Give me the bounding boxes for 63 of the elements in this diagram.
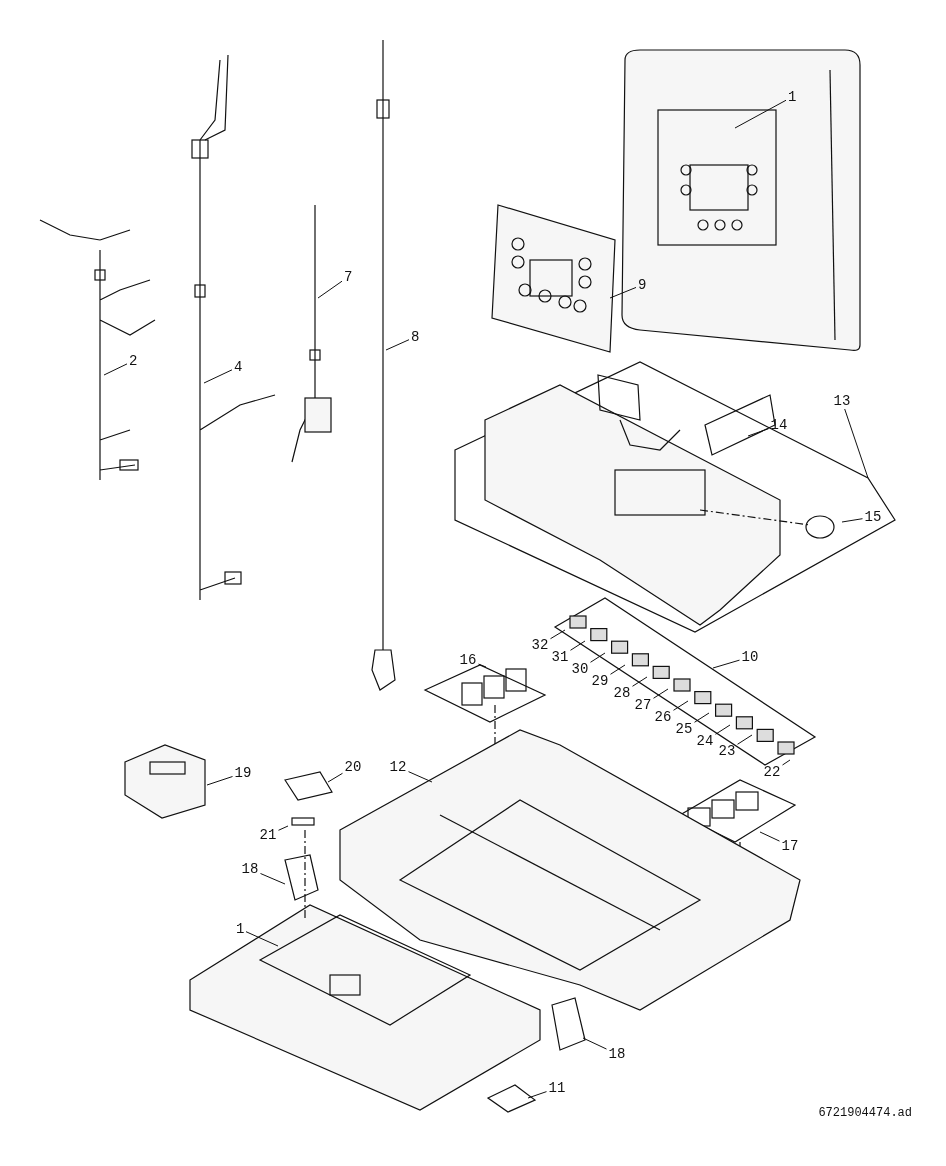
leader-line xyxy=(759,831,780,842)
leader-line xyxy=(478,663,487,668)
leader-line xyxy=(206,776,233,786)
callout-number: 20 xyxy=(342,759,364,775)
callout-number: 32 xyxy=(529,637,551,653)
leader-line xyxy=(570,640,586,651)
callout-number: 14 xyxy=(768,417,790,433)
leader-line xyxy=(317,280,343,299)
leader-line xyxy=(737,734,753,745)
callout-number: 21 xyxy=(257,827,279,843)
leader-line xyxy=(841,518,863,523)
callout-number: 15 xyxy=(862,509,884,525)
callout-number: 2 xyxy=(127,353,140,369)
leader-line xyxy=(408,771,433,783)
leader-line xyxy=(653,688,669,699)
leader-line xyxy=(385,339,410,351)
callout-number: 9 xyxy=(636,277,649,293)
leader-line xyxy=(734,99,787,129)
leader-line xyxy=(712,659,740,669)
callout-number: 24 xyxy=(694,733,716,749)
callout-number: 11 xyxy=(546,1080,568,1096)
callout-number: 12 xyxy=(387,759,409,775)
leader-line xyxy=(582,1037,607,1050)
callout-number: 23 xyxy=(716,743,738,759)
callout-number: 18 xyxy=(239,861,261,877)
callout-number: 16 xyxy=(457,652,479,668)
callout-number: 1 xyxy=(786,89,799,105)
callout-number: 10 xyxy=(739,649,761,665)
callout-number: 8 xyxy=(409,329,422,345)
callout-number: 18 xyxy=(606,1046,628,1062)
leader-line xyxy=(782,759,791,766)
leader-line xyxy=(278,825,289,831)
callout-number: 27 xyxy=(632,697,654,713)
leader-line xyxy=(747,428,769,437)
leader-line xyxy=(715,724,731,735)
leader-line xyxy=(527,1091,547,1099)
callout-number: 31 xyxy=(549,649,571,665)
callout-number: 13 xyxy=(831,393,853,409)
callout-number: 26 xyxy=(652,709,674,725)
callout-number: 25 xyxy=(673,721,695,737)
leader-line xyxy=(590,652,606,663)
callout-number: 19 xyxy=(232,765,254,781)
leader-line xyxy=(610,664,626,675)
callout-number: 30 xyxy=(569,661,591,677)
callout-number: 7 xyxy=(342,269,355,285)
callout-number: 17 xyxy=(779,838,801,854)
leader-line xyxy=(694,712,710,723)
callout-number: 22 xyxy=(761,764,783,780)
callout-number: 29 xyxy=(589,673,611,689)
leader-line xyxy=(550,629,566,640)
leader-line xyxy=(203,369,233,384)
leader-line xyxy=(327,772,343,783)
leader-line xyxy=(844,408,869,479)
leader-line xyxy=(632,676,648,687)
drawing-number: 6721904474.ad xyxy=(818,1106,912,1120)
callout-number: 4 xyxy=(232,359,245,375)
callout-number: 1 xyxy=(234,921,247,937)
leader-line xyxy=(260,873,286,885)
leader-line xyxy=(609,286,637,299)
leader-line xyxy=(245,931,279,947)
leader-line xyxy=(103,363,128,376)
callout-number: 28 xyxy=(611,685,633,701)
leader-line xyxy=(673,700,689,711)
